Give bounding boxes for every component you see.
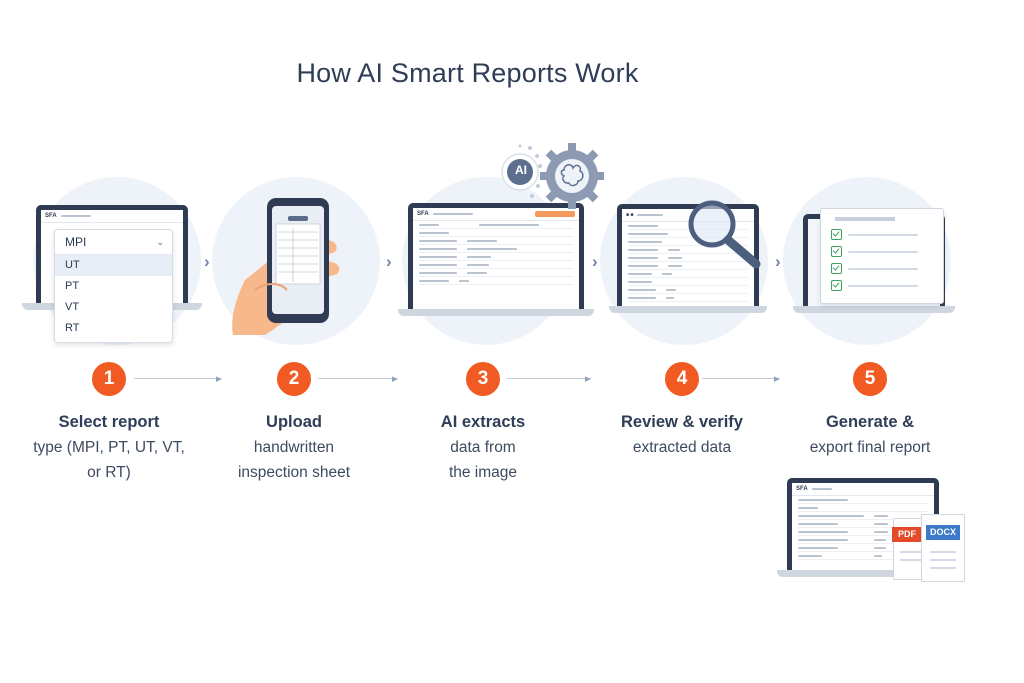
docx-file-icon[interactable]: DOCX bbox=[921, 514, 965, 582]
orange-action-button[interactable] bbox=[535, 211, 575, 217]
step-title: Upload bbox=[266, 413, 322, 431]
chevron-right-icon: › bbox=[775, 252, 781, 271]
dropdown-selected[interactable]: MPI ⌄ bbox=[55, 230, 172, 255]
step1-label: Select report type (MPI, PT, UT, VT, or … bbox=[14, 410, 204, 485]
final-report-document bbox=[820, 208, 944, 304]
chevron-right-icon: › bbox=[386, 252, 392, 271]
chevron-down-icon: ⌄ bbox=[156, 237, 164, 247]
step-title: Generate & bbox=[825, 413, 915, 431]
step-number: 4 bbox=[665, 362, 699, 396]
dropdown-option[interactable]: RT bbox=[65, 322, 80, 334]
timeline-line bbox=[702, 378, 780, 379]
brain-icon bbox=[560, 164, 584, 187]
step4-label: Review & verify extracted data bbox=[587, 410, 777, 460]
step5-label: Generate & export final report bbox=[775, 410, 965, 460]
report-type-dropdown[interactable]: MPI ⌄ UT PT VT RT bbox=[54, 229, 173, 343]
step-desc: data from bbox=[450, 439, 516, 456]
checkbox-icon bbox=[831, 246, 842, 257]
step-title: Review & verify bbox=[621, 413, 743, 431]
capture-button bbox=[288, 216, 308, 221]
ai-gear-illustration bbox=[501, 143, 604, 209]
dropdown-selected-value: MPI bbox=[65, 235, 87, 249]
step-desc: export final report bbox=[809, 439, 931, 456]
ai-badge: AI bbox=[515, 163, 527, 177]
step-desc: extracted data bbox=[632, 439, 732, 456]
arrow-right-icon: ▸ bbox=[774, 373, 780, 385]
checkbox-icon bbox=[831, 229, 842, 240]
docx-tag: DOCX bbox=[926, 525, 960, 540]
step-desc: type (MPI, PT, UT, VT, bbox=[33, 439, 185, 456]
checkbox-icon bbox=[831, 263, 842, 274]
step-desc: inspection sheet bbox=[237, 464, 351, 481]
timeline-line bbox=[507, 378, 591, 379]
arrow-right-icon: ▸ bbox=[216, 373, 222, 385]
app-logo: SFA bbox=[796, 486, 808, 492]
step-title: Select report bbox=[58, 413, 160, 431]
hand-phone-illustration bbox=[232, 198, 340, 335]
step2-label: Upload handwritten inspection sheet bbox=[199, 410, 389, 485]
chevron-right-icon: › bbox=[204, 252, 210, 271]
step-number: 2 bbox=[277, 362, 311, 396]
timeline-line bbox=[134, 378, 222, 379]
step3-label: AI extracts data from the image bbox=[388, 410, 578, 485]
page-title: How AI Smart Reports Work bbox=[296, 58, 639, 88]
arrow-right-icon: ▸ bbox=[392, 373, 398, 385]
step3-laptop: SFA bbox=[398, 203, 594, 321]
step-desc: handwritten bbox=[253, 439, 335, 456]
checkbox-icon bbox=[831, 280, 842, 291]
arrow-right-icon: ▸ bbox=[585, 373, 591, 385]
timeline-line bbox=[318, 378, 398, 379]
pdf-tag: PDF bbox=[892, 527, 922, 542]
step-number: 5 bbox=[853, 362, 887, 396]
magnifier-icon bbox=[688, 200, 761, 269]
dropdown-option[interactable]: PT bbox=[65, 280, 80, 292]
step-desc: or RT) bbox=[87, 464, 131, 481]
step-number: 1 bbox=[92, 362, 126, 396]
inspection-sheet bbox=[275, 223, 321, 285]
step4-laptop: ■ ■ bbox=[609, 204, 767, 318]
step-title: AI extracts bbox=[440, 413, 526, 431]
step-desc: the image bbox=[448, 464, 518, 481]
dropdown-option[interactable]: UT bbox=[55, 255, 172, 276]
app-logo: SFA bbox=[45, 213, 57, 219]
chevron-right-icon: › bbox=[592, 252, 598, 271]
step-number: 3 bbox=[466, 362, 500, 396]
app-logo-small: ■ ■ bbox=[626, 212, 634, 218]
app-logo: SFA bbox=[417, 211, 429, 217]
dropdown-option[interactable]: VT bbox=[65, 301, 80, 313]
